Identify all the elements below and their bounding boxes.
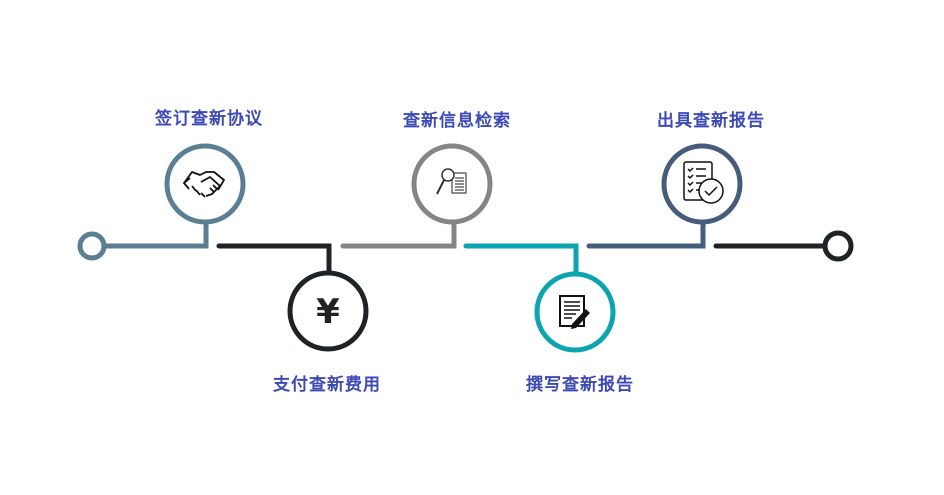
step-3-node [411,143,493,225]
step-1-label: 签订查新协议 [155,109,263,129]
step-5-node [661,143,743,225]
handshake-icon [183,171,225,198]
step-2-node: ¥ [287,270,369,352]
segment-5 [586,219,706,249]
yen-icon: ¥ [316,292,340,332]
segment-1 [101,219,209,249]
checklist-icon [683,161,724,204]
end-node [822,230,854,262]
document-pencil-icon [559,295,590,329]
magnifier-document-icon [436,168,467,195]
step-2-label: 支付查新费用 [273,375,381,395]
segment-3 [340,219,457,249]
step-3-label: 查新信息检索 [403,111,511,131]
segment-4 [463,243,579,277]
step-5-label: 出具查新报告 [657,111,765,131]
step-4-node [534,271,616,353]
step-1-node [164,143,246,225]
step-4-label: 撰写查新报告 [526,375,634,395]
start-node [77,231,107,261]
segment-2 [216,243,332,275]
